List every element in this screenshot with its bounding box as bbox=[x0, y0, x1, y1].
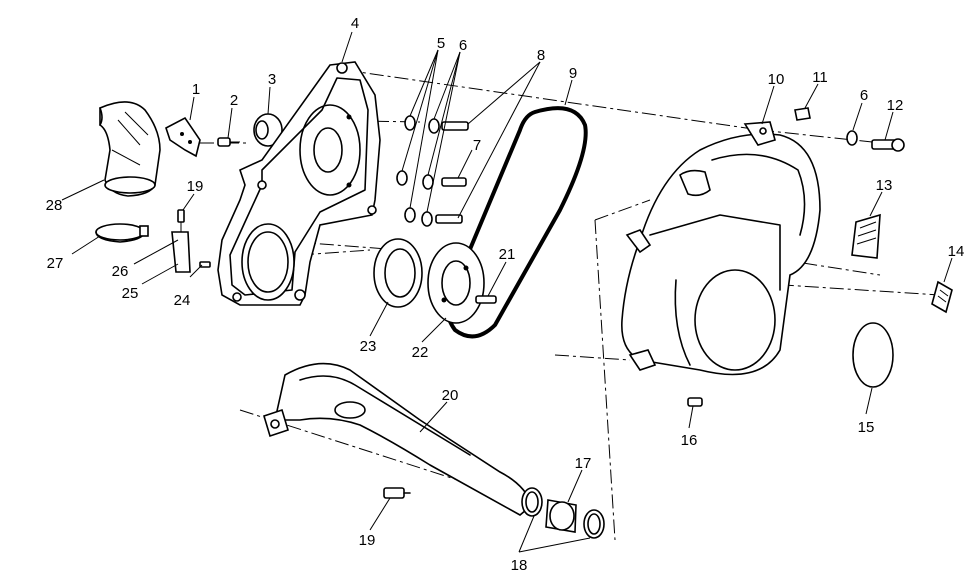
callout-27: 27 bbox=[47, 255, 64, 272]
plate-screw bbox=[475, 295, 497, 304]
callout-16: 16 bbox=[681, 432, 698, 449]
callout-8: 8 bbox=[537, 47, 545, 64]
callout-15: 15 bbox=[858, 419, 875, 436]
callout-14: 14 bbox=[948, 243, 965, 260]
callout-numbers: 1 2 3 4 5 6 7 8 9 10 11 6 12 13 14 15 16… bbox=[46, 15, 965, 574]
callout-3: 3 bbox=[268, 71, 276, 88]
callout-9: 9 bbox=[569, 65, 577, 82]
callout-19-upper: 19 bbox=[187, 178, 204, 195]
callout-19-lower: 19 bbox=[359, 532, 376, 549]
decal-diamond bbox=[931, 280, 953, 314]
callout-13: 13 bbox=[876, 177, 893, 194]
callout-7: 7 bbox=[473, 137, 481, 154]
duct-elbow bbox=[99, 101, 161, 197]
callout-10: 10 bbox=[768, 71, 785, 88]
small-bolt bbox=[217, 137, 240, 147]
callout-23: 23 bbox=[360, 338, 377, 355]
air-duct bbox=[263, 362, 533, 516]
label-decal-small bbox=[794, 107, 811, 121]
outer-clutch-cover bbox=[621, 121, 821, 376]
washer-set bbox=[396, 115, 440, 227]
inspection-disc bbox=[852, 322, 894, 388]
mount-hardware bbox=[171, 209, 211, 273]
coupler-sleeve bbox=[521, 487, 605, 539]
callout-28: 28 bbox=[46, 197, 63, 214]
callout-26: 26 bbox=[112, 263, 129, 280]
callout-4: 4 bbox=[351, 15, 359, 32]
bearing-plate bbox=[427, 242, 485, 324]
callout-24: 24 bbox=[174, 292, 191, 309]
cover-bolts bbox=[435, 121, 469, 224]
callout-2: 2 bbox=[230, 92, 238, 109]
callout-25: 25 bbox=[122, 285, 139, 302]
callout-1: 1 bbox=[192, 81, 200, 98]
callout-20: 20 bbox=[442, 387, 459, 404]
callout-22: 22 bbox=[412, 344, 429, 361]
callout-6-left: 6 bbox=[459, 37, 467, 54]
leader-lines bbox=[61, 31, 953, 553]
duct-bolt bbox=[383, 487, 411, 499]
seal-ring bbox=[373, 238, 423, 308]
drive-belt bbox=[445, 106, 588, 339]
callout-21: 21 bbox=[499, 246, 516, 263]
callout-12: 12 bbox=[887, 97, 904, 114]
hose-clamp bbox=[95, 223, 149, 243]
decal-curved bbox=[851, 213, 881, 259]
right-fastener bbox=[846, 130, 905, 152]
callout-18: 18 bbox=[511, 557, 528, 574]
callout-11: 11 bbox=[812, 69, 828, 86]
callout-6-right: 6 bbox=[860, 87, 868, 104]
callout-5: 5 bbox=[437, 35, 445, 52]
cover-screw bbox=[687, 397, 703, 407]
bracket bbox=[165, 116, 201, 158]
callout-17: 17 bbox=[575, 455, 592, 472]
inner-cover-gasket bbox=[217, 61, 381, 306]
